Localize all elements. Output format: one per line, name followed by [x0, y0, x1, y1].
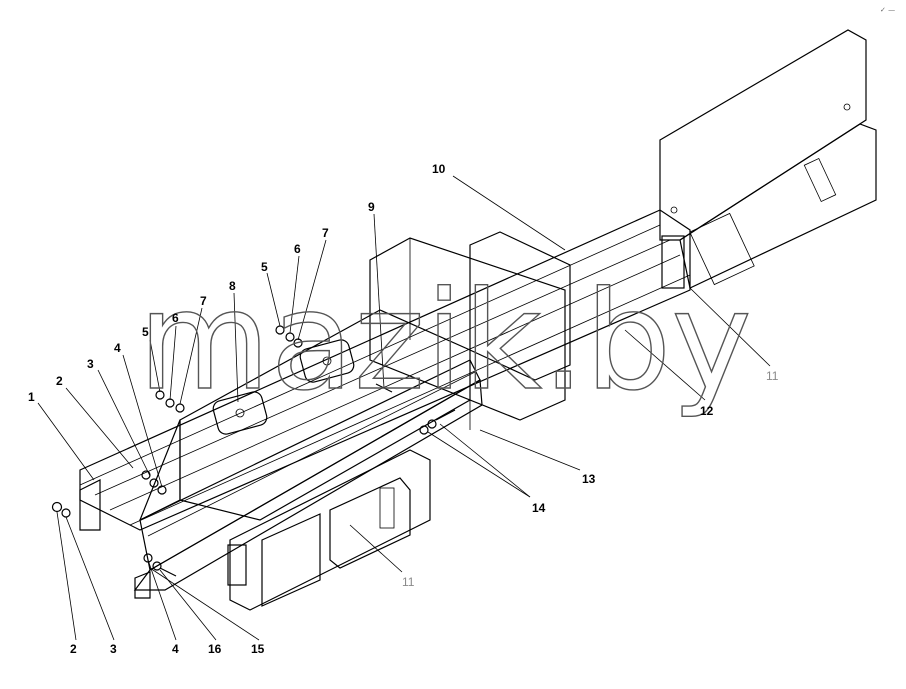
callout-16: 16 [208, 642, 222, 656]
right-mounting-plate [659, 29, 877, 289]
callout-4-upper: 4 [114, 341, 121, 355]
callout-1: 1 [28, 390, 35, 404]
leader-lines [37, 175, 771, 641]
callout-15: 15 [251, 642, 265, 656]
callout-5-right: 5 [261, 260, 268, 274]
callout-2-upper: 2 [56, 374, 63, 388]
callout-5-left: 5 [142, 325, 149, 339]
callout-7-right: 7 [322, 226, 329, 240]
callout-9: 9 [368, 200, 375, 214]
callout-11-upper: 11 [766, 369, 779, 383]
callout-4-lower: 4 [172, 642, 179, 656]
callout-2-lower: 2 [70, 642, 77, 656]
callout-10: 10 [432, 162, 446, 176]
corner-mark: ✓ — [880, 6, 895, 14]
callout-labels: 1 2 3 4 5 6 7 8 5 6 7 9 10 11 12 13 14 1… [28, 162, 779, 656]
callout-6-right: 6 [294, 242, 301, 256]
callout-11-lower: 11 [402, 575, 415, 589]
callout-12: 12 [700, 404, 714, 418]
callout-3-lower: 3 [110, 642, 117, 656]
tail-lamp [227, 449, 431, 611]
callout-13: 13 [582, 472, 596, 486]
callout-14: 14 [532, 501, 546, 515]
callout-8: 8 [229, 279, 236, 293]
watermark-text: mazik.by [138, 263, 752, 421]
callout-7-left: 7 [200, 294, 207, 308]
callout-6-left: 6 [172, 311, 179, 325]
callout-3-upper: 3 [87, 357, 94, 371]
front-angle-bar [133, 359, 483, 599]
fastener-set [51, 325, 456, 577]
